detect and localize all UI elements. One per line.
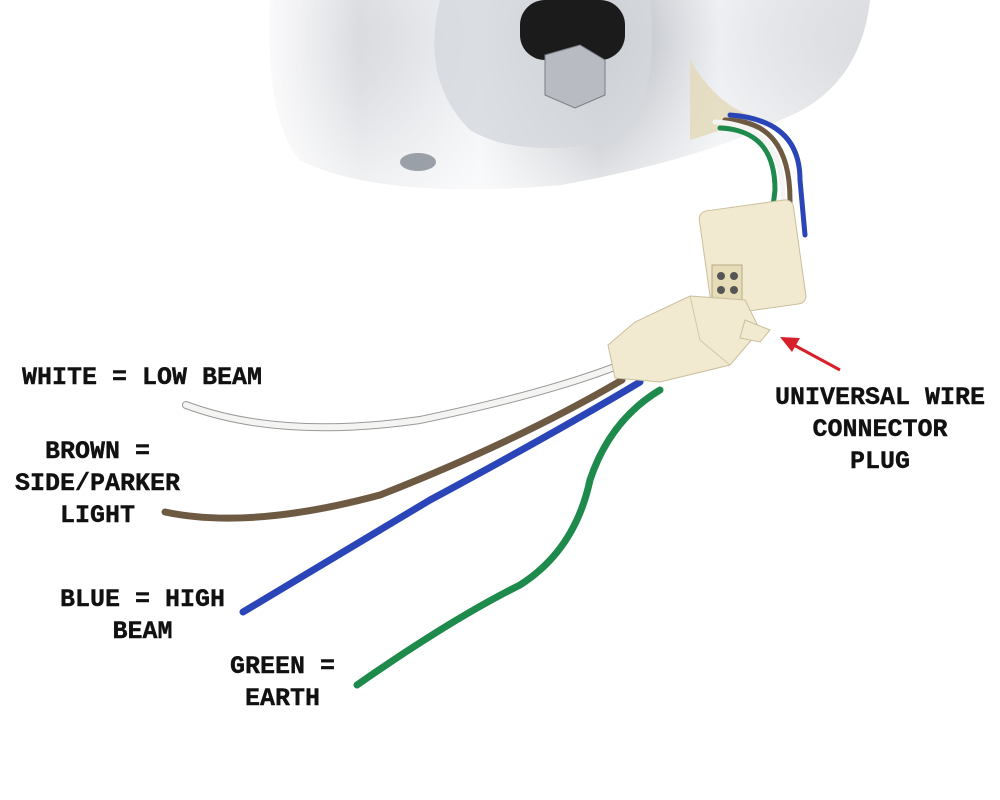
label-line: BLUE = HIGH: [59, 585, 226, 614]
headlight-shell: [269, 0, 870, 190]
brown-wire: [161, 376, 626, 522]
label-line: BEAM: [112, 617, 173, 646]
blue-wire: [239, 378, 644, 616]
label-white-low-beam: WHITE = LOW BEAM: [22, 363, 263, 392]
front-connector: [607, 295, 771, 383]
red-arrow: [780, 337, 841, 372]
label-blue-high-beam: BLUE = HIGH BEAM: [45, 584, 240, 648]
label-line: EARTH: [244, 684, 320, 713]
green-wire: [353, 386, 664, 689]
label-line: BROWN =: [44, 437, 151, 466]
label-line: PLUG: [849, 447, 910, 476]
label-line: GREEN =: [229, 652, 336, 681]
wires: [161, 112, 808, 689]
label-line: CONNECTOR: [812, 415, 948, 444]
label-universal-connector: UNIVERSAL WIRE CONNECTOR PLUG: [760, 382, 1000, 478]
label-brown-side-parker: BROWN = SIDE/PARKER LIGHT: [0, 436, 195, 532]
bolt: [544, 44, 606, 109]
label-green-earth: GREEN = EARTH: [200, 651, 365, 715]
label-line: LIGHT: [59, 501, 135, 530]
rear-connector: [698, 199, 807, 316]
label-line: UNIVERSAL WIRE: [774, 383, 986, 412]
rubber-grommet: [520, 0, 625, 60]
label-line: SIDE/PARKER: [14, 469, 181, 498]
